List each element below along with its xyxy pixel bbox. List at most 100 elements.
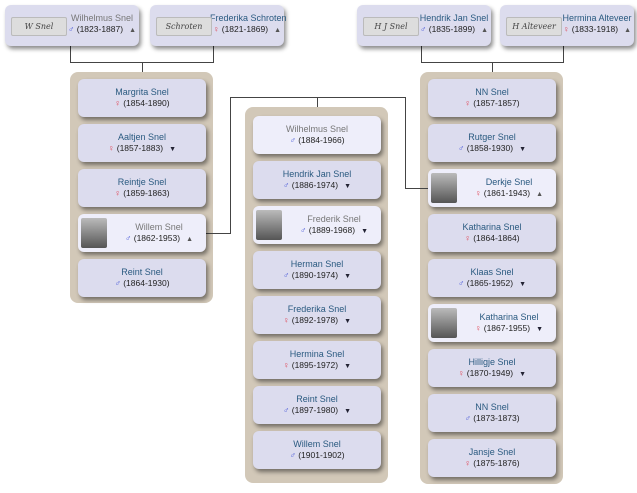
life-dates: (1897-1980)	[291, 405, 339, 415]
life-dates: (1833-1918)	[571, 24, 619, 34]
person-card[interactable]: Frederik Snel♂ (1889-1968)▼	[253, 206, 381, 244]
person-card[interactable]: Willem Snel♂ (1862-1953)▲	[78, 214, 206, 252]
person-name[interactable]: Frederik Snel	[307, 214, 361, 224]
expand-children-icon[interactable]: ▼	[536, 326, 543, 333]
person-name[interactable]: Hendrik Jan Snel	[419, 13, 489, 23]
female-icon: ♀	[475, 323, 484, 333]
person-dates: ♂ (1835-1899)▲	[417, 24, 491, 34]
expand-children-icon[interactable]: ▼	[344, 273, 351, 280]
expand-children-icon[interactable]: ▼	[344, 318, 351, 325]
female-icon: ♀	[108, 143, 117, 153]
expand-children-icon[interactable]: ▼	[519, 281, 526, 288]
female-icon: ♀	[563, 24, 572, 34]
person-name[interactable]: Katharina Snel	[479, 312, 539, 322]
person-name[interactable]: Rutger Snel	[468, 132, 516, 142]
expand-children-icon[interactable]: ▼	[519, 146, 526, 153]
person-name[interactable]: Reint Snel	[296, 394, 338, 404]
person-name[interactable]: NN Snel	[475, 402, 509, 412]
expand-parents-icon[interactable]: ▲	[536, 191, 543, 198]
person-dates: ♀ (1895-1972)▼	[253, 360, 381, 370]
signature-image: W Snel	[11, 17, 67, 36]
life-dates: (1854-1890)	[123, 98, 170, 108]
person-name[interactable]: Jansje Snel	[468, 447, 516, 457]
female-icon: ♀	[213, 24, 222, 34]
expand-children-icon[interactable]: ▼	[169, 146, 176, 153]
person-name[interactable]: Hendrik Jan Snel	[282, 169, 352, 179]
connector	[230, 97, 231, 234]
life-dates: (1864-1930)	[123, 278, 170, 288]
person-name[interactable]: Hilligje Snel	[468, 357, 516, 367]
person-photo[interactable]	[431, 308, 457, 338]
expand-children-icon[interactable]: ▼	[344, 183, 351, 190]
person-photo[interactable]	[81, 218, 107, 248]
female-icon: ♀	[475, 188, 484, 198]
expand-parents-icon[interactable]: ▲	[274, 27, 281, 34]
person-dates: ♂ (1886-1974)▼	[253, 180, 381, 190]
expand-parents-icon[interactable]: ▲	[624, 27, 631, 34]
signature-image: H Alteveer	[506, 17, 562, 36]
female-icon: ♀	[114, 98, 124, 108]
person-name[interactable]: Aaltjen Snel	[117, 132, 167, 142]
expand-parents-icon[interactable]: ▲	[129, 27, 136, 34]
expand-children-icon[interactable]: ▼	[361, 228, 368, 235]
male-icon: ♂	[125, 233, 134, 243]
person-name[interactable]: NN Snel	[475, 87, 509, 97]
person-card[interactable]: Herman Snel♂ (1890-1974)▼	[253, 251, 381, 289]
person-card[interactable]: Hendrik Jan Snel♂ (1886-1974)▼	[253, 161, 381, 199]
person-name[interactable]: Wilhelmus Snel	[285, 124, 349, 134]
person-card[interactable]: Reint Snel♂ (1864-1930)	[78, 259, 206, 297]
signature-image: Schroten	[156, 17, 212, 36]
person-name[interactable]: Herman Snel	[290, 259, 344, 269]
person-card[interactable]: Katharina Snel♀ (1867-1955)▼	[428, 304, 556, 342]
person-name[interactable]: Reintje Snel	[117, 177, 167, 187]
person-dates: ♂ (1865-1952)▼	[428, 278, 556, 288]
person-name[interactable]: Klaas Snel	[470, 267, 514, 277]
person-card[interactable]: Willem Snel♂ (1901-1902)	[253, 431, 381, 469]
female-icon: ♀	[458, 368, 467, 378]
person-name[interactable]: Willem Snel	[135, 222, 183, 232]
expand-parents-icon[interactable]: ▲	[481, 27, 488, 34]
person-card[interactable]: Wilhelmus Snel♂ (1884-1966)	[253, 116, 381, 154]
person-card[interactable]: Hermina Snel♀ (1895-1972)▼	[253, 341, 381, 379]
person-photo[interactable]	[256, 210, 282, 240]
life-dates: (1821-1869)	[221, 24, 269, 34]
person-card[interactable]: Reintje Snel♀ (1859-1863)	[78, 169, 206, 207]
person-card[interactable]: NN Snel♀ (1857-1857)	[428, 79, 556, 117]
person-name[interactable]: Hermina Snel	[289, 349, 345, 359]
person-card[interactable]: Klaas Snel♂ (1865-1952)▼	[428, 259, 556, 297]
person-name[interactable]: Frederika Snel	[287, 304, 347, 314]
person-dates: ♀ (1857-1857)	[428, 98, 556, 108]
person-name[interactable]: Wilhelmus Snel	[70, 13, 134, 23]
person-card[interactable]: Margrita Snel♀ (1854-1890)	[78, 79, 206, 117]
person-card[interactable]: Reint Snel♂ (1897-1980)▼	[253, 386, 381, 424]
person-name[interactable]: Margrita Snel	[115, 87, 169, 97]
expand-parents-icon[interactable]: ▲	[186, 236, 193, 243]
person-name[interactable]: Katharina Snel	[462, 222, 522, 232]
person-card[interactable]: Derkje Snel♀ (1861-1943)▲	[428, 169, 556, 207]
person-card[interactable]: Katharina Snel♀ (1864-1864)	[428, 214, 556, 252]
person-card[interactable]: Aaltjen Snel♀ (1857-1883)▼	[78, 124, 206, 162]
person-card[interactable]: Hilligje Snel♀ (1870-1949)▼	[428, 349, 556, 387]
expand-children-icon[interactable]: ▼	[519, 371, 526, 378]
expand-children-icon[interactable]: ▼	[344, 363, 351, 370]
expand-children-icon[interactable]: ▼	[344, 408, 351, 415]
female-icon: ♀	[283, 315, 292, 325]
person-card[interactable]: Rutger Snel♂ (1858-1930)▼	[428, 124, 556, 162]
life-dates: (1857-1857)	[473, 98, 520, 108]
person-name[interactable]: Hermina Alteveer	[562, 13, 632, 23]
person-dates: ♀ (1867-1955)▼	[462, 323, 556, 333]
person-card[interactable]: Frederika Snel♀ (1892-1978)▼	[253, 296, 381, 334]
life-dates: (1865-1952)	[466, 278, 514, 288]
male-icon: ♂	[420, 24, 429, 34]
person-card[interactable]: NN Snel♂ (1873-1873)	[428, 394, 556, 432]
person-photo[interactable]	[431, 173, 457, 203]
person-name[interactable]: Willem Snel	[293, 439, 341, 449]
person-name[interactable]: Frederika Schroten	[210, 13, 287, 23]
person-card[interactable]: Jansje Snel♀ (1875-1876)	[428, 439, 556, 477]
person-name[interactable]: Derkje Snel	[485, 177, 533, 187]
person-name[interactable]: Reint Snel	[121, 267, 163, 277]
